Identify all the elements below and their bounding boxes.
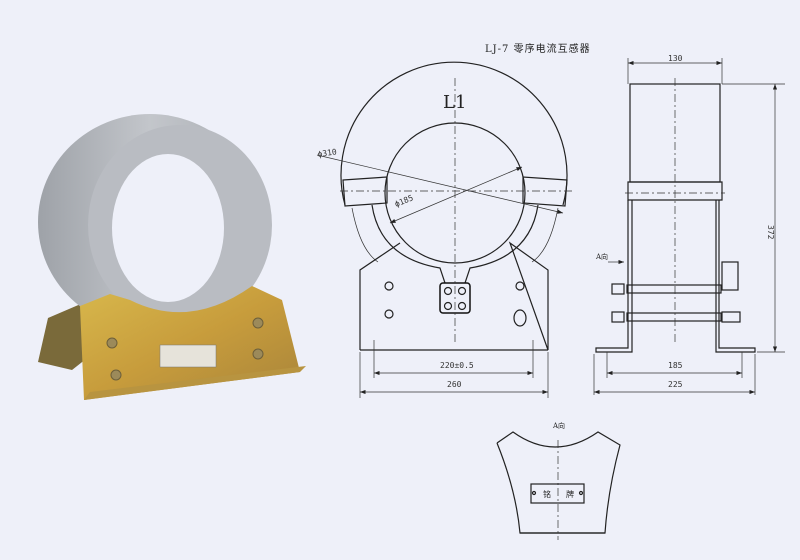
front-bracket: [80, 286, 300, 400]
height-label: 372: [766, 225, 775, 240]
a-view: A向 铭 牌: [496, 421, 621, 540]
nameplate-text-right: 牌: [566, 489, 574, 499]
product-photo: [38, 114, 306, 400]
bolt-icon: [106, 337, 118, 349]
mount-hole: [384, 281, 394, 291]
base-width-label: 260: [447, 380, 462, 389]
width-label: 130: [668, 54, 683, 63]
ground-terminal: [513, 309, 527, 327]
front-view: L1 ϕ310 ϕ185 220±0.5 260: [316, 61, 572, 398]
nameplate-outline: [530, 483, 585, 504]
hole-spacing-label: 185: [668, 361, 683, 370]
drawing-title: LJ-7 零序电流互感器: [485, 42, 591, 55]
nameplate-text-left: 铭: [543, 489, 551, 499]
a-view-arrow-label: A向: [595, 252, 608, 261]
outer-diameter-label: ϕ310: [317, 147, 338, 159]
mount-hole: [384, 309, 394, 319]
coil-hole: [112, 154, 224, 302]
view-label: L1: [443, 92, 466, 113]
bolt-icon: [110, 369, 122, 381]
bolt-icon: [252, 317, 264, 329]
base-width-label: 225: [668, 380, 683, 389]
mount-hole: [515, 281, 525, 291]
inner-diameter-label: ϕ185: [393, 193, 414, 209]
hole-spacing-label: 220±0.5: [440, 361, 474, 370]
a-view-label: A向: [552, 421, 565, 430]
side-view: 130 372 A向 185 225: [593, 54, 785, 395]
nameplate: [159, 344, 217, 368]
bolt-icon: [252, 348, 264, 360]
